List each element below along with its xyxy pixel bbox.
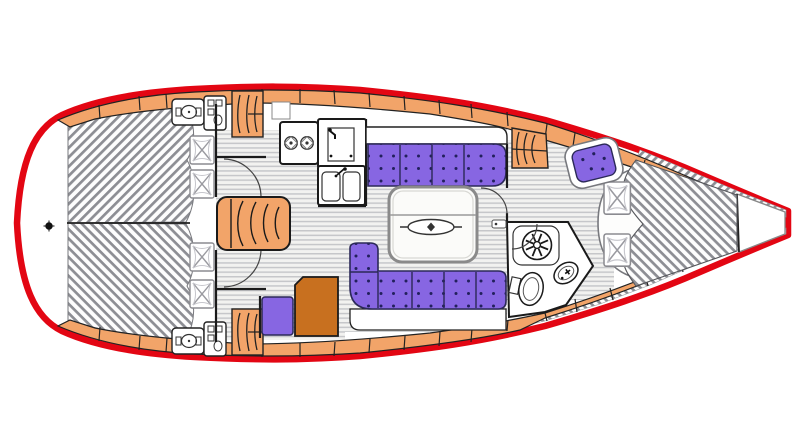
nav-seat: [261, 296, 294, 336]
aft-berths: [43, 106, 195, 340]
table-inlay-ornament: [400, 218, 462, 236]
stove-two-burner-icon: [279, 121, 319, 165]
head-bathroom: [505, 221, 595, 319]
head-washbasin-icon: [553, 261, 579, 285]
aft-berth-starboard: [67, 222, 195, 340]
pillow-cushion: [603, 233, 632, 268]
l-settee-cushions: [349, 242, 507, 310]
settee-backrest: [365, 126, 508, 145]
pillow-cushion: [189, 242, 215, 272]
pillow-cushion: [189, 279, 215, 309]
shower-stall: [512, 225, 560, 266]
settee-cushions: [367, 143, 507, 187]
washbasin-icon: [171, 327, 205, 355]
companionway-steps: [216, 196, 291, 251]
saloon-settee-starboard: [349, 242, 507, 331]
washbasin-icon: [171, 98, 205, 126]
aft-bulkheads: [214, 104, 266, 342]
deck-hatch: [271, 101, 291, 120]
saloon-table: [387, 185, 479, 264]
galley: [279, 118, 368, 208]
hanging-locker-icon: [231, 308, 264, 356]
counter-with-faucet-icon: [317, 118, 367, 169]
forward-cabin: [480, 127, 738, 287]
aft-cabin-fixtures: [171, 90, 264, 357]
toilet-icon: [508, 271, 544, 307]
double-sink-icon: [317, 165, 366, 206]
door-latch: [491, 219, 507, 229]
pillow-cushion: [189, 169, 215, 199]
nav-station: [258, 276, 339, 338]
shower-rose-icon: [521, 229, 553, 261]
pillow-cushion: [603, 181, 632, 216]
hanging-locker-icon: [231, 90, 264, 138]
pillow-cushion: [189, 135, 215, 165]
l-settee-base: [349, 308, 507, 331]
saloon-settee-port: [365, 126, 508, 187]
anchor-locker: [736, 193, 786, 253]
door-swing-forward: [480, 187, 508, 215]
rudder-post-marker: [43, 220, 55, 232]
door-swing-head: [511, 223, 538, 250]
forward-seat: [564, 136, 624, 190]
chart-table: [294, 276, 339, 337]
door-swing-aft-starboard: [223, 249, 262, 288]
hanging-locker-icon: [511, 127, 549, 169]
door-swing-aft-port: [223, 158, 262, 197]
